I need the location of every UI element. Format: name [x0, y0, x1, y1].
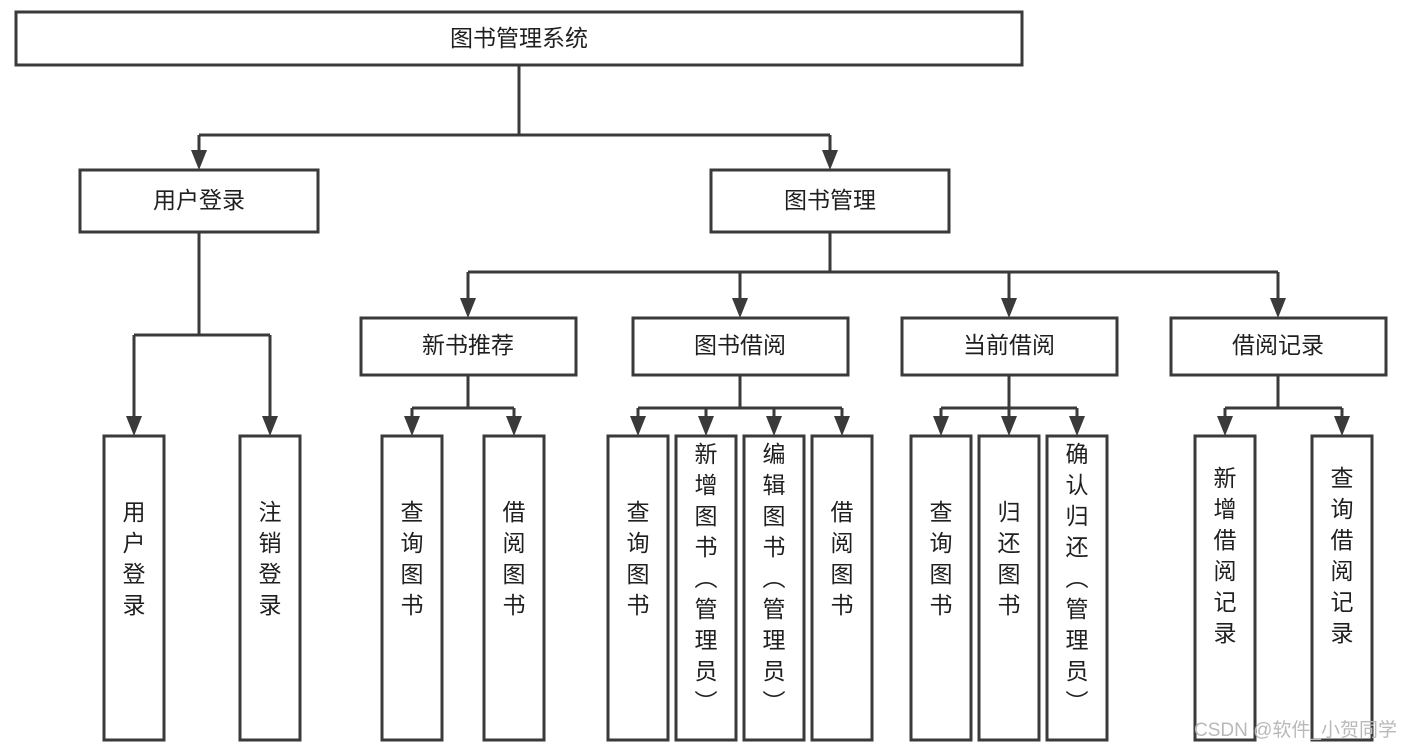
arrowhead-leaf-query-book-2 [630, 416, 646, 436]
leaf-confirm-return-box[interactable] [1045, 434, 1109, 742]
csdn-watermark: CSDN @软件_小贺同学 [1194, 719, 1397, 741]
leaf-query-record-box[interactable] [1310, 434, 1374, 742]
leaf-return-book-box[interactable] [977, 434, 1041, 742]
leaf-node-user-logout[interactable]: 注销登录 [238, 434, 302, 742]
node-book-borrow-box[interactable] [631, 316, 850, 377]
arrowhead-leaf-user-logout [262, 416, 278, 436]
arrowhead-leaf-query-record [1334, 416, 1350, 436]
node-user-login-label: 用户登录 [153, 187, 245, 213]
leaf-query-book-1-box[interactable] [380, 434, 444, 742]
leaf-query-book-2-box[interactable] [606, 434, 670, 742]
leaf-return-book-label: 归还图书 [998, 499, 1021, 618]
leaf-query-book-3-label: 查询图书 [930, 499, 953, 618]
node-root-label: 图书管理系统 [450, 25, 588, 51]
node-root[interactable]: 图书管理系统 [14, 10, 1024, 67]
leaf-query-book-3-box[interactable] [909, 434, 973, 742]
leaf-confirm-return-label: 确认归还︵管理员︶ [1066, 441, 1089, 715]
leaf-node-query-book-1[interactable]: 查询图书 [380, 434, 444, 742]
leaf-node-borrow-book-2[interactable]: 借阅图书 [810, 434, 874, 742]
leaf-add-record-box[interactable] [1193, 434, 1257, 742]
node-new-book-recommend-label: 新书推荐 [422, 332, 514, 358]
leaf-user-logout-label: 注销登录 [259, 499, 282, 618]
leaf-user-logout-box[interactable] [238, 434, 302, 742]
node-new-book-recommend-box[interactable] [359, 316, 578, 377]
node-book-management-box[interactable] [709, 168, 951, 234]
node-borrow-record[interactable]: 借阅记录 [1169, 316, 1388, 377]
node-user-login-box[interactable] [78, 168, 320, 234]
leaf-node-query-book-2[interactable]: 查询图书 [606, 434, 670, 742]
node-user-login[interactable]: 用户登录 [78, 168, 320, 234]
leaf-add-record-label: 新增借阅记录 [1214, 465, 1237, 646]
arrowhead-leaf-return-book [1001, 416, 1017, 436]
leaf-borrow-book-2-box[interactable] [810, 434, 874, 742]
arrowhead-borrow-record [1270, 298, 1286, 318]
arrowhead-leaf-edit-book [766, 416, 782, 436]
leaf-node-add-book[interactable]: 新增图书︵管理员︶ [674, 434, 738, 742]
arrowhead-book-management [822, 150, 838, 170]
leaf-node-confirm-return[interactable]: 确认归还︵管理员︶ [1045, 434, 1109, 742]
leaf-add-book-label: 新增图书︵管理员︶ [695, 441, 718, 715]
arrowhead-leaf-query-book-3 [933, 416, 949, 436]
leaf-node-edit-book[interactable]: 编辑图书︵管理员︶ [742, 434, 806, 742]
node-current-borrow-box[interactable] [900, 316, 1119, 377]
arrowhead-leaf-query-book-1 [404, 416, 420, 436]
leaf-query-book-1-label: 查询图书 [401, 499, 424, 618]
node-borrow-record-label: 借阅记录 [1232, 332, 1324, 358]
arrowhead-new-book-recommend [460, 298, 476, 318]
arrowhead-leaf-borrow-book-1 [506, 416, 522, 436]
arrowhead-book-borrow [732, 298, 748, 318]
leaf-query-record-label: 查询借阅记录 [1331, 465, 1354, 646]
connector-layer [126, 65, 1350, 436]
node-current-borrow[interactable]: 当前借阅 [900, 316, 1119, 377]
leaf-node-borrow-book-1[interactable]: 借阅图书 [482, 434, 546, 742]
leaf-user-login-box[interactable] [102, 434, 166, 742]
node-root-box[interactable] [14, 10, 1024, 67]
node-book-borrow[interactable]: 图书借阅 [631, 316, 850, 377]
leaf-query-book-2-label: 查询图书 [627, 499, 650, 618]
leaf-node-return-book[interactable]: 归还图书 [977, 434, 1041, 742]
leaf-node-query-book-3[interactable]: 查询图书 [909, 434, 973, 742]
leaf-node-query-record[interactable]: 查询借阅记录 [1310, 434, 1374, 742]
leaf-edit-book-box[interactable] [742, 434, 806, 742]
arrowhead-user-login [191, 150, 207, 170]
leaf-borrow-book-2-label: 借阅图书 [831, 499, 854, 618]
arrowhead-leaf-borrow-book-2 [834, 416, 850, 436]
node-borrow-record-box[interactable] [1169, 316, 1388, 377]
leaf-edit-book-label: 编辑图书︵管理员︶ [763, 441, 786, 715]
arrowhead-leaf-add-record [1217, 416, 1233, 436]
leaf-node-add-record[interactable]: 新增借阅记录 [1193, 434, 1257, 742]
node-current-borrow-label: 当前借阅 [963, 332, 1055, 358]
leaf-node-user-login[interactable]: 用户登录 [102, 434, 166, 742]
arrowhead-leaf-add-book [698, 416, 714, 436]
node-book-management[interactable]: 图书管理 [709, 168, 951, 234]
leaf-borrow-book-1-label: 借阅图书 [503, 499, 526, 618]
leaf-user-login-label: 用户登录 [123, 499, 146, 618]
node-book-management-label: 图书管理 [784, 187, 876, 213]
leaf-borrow-book-1-box[interactable] [482, 434, 546, 742]
arrowhead-leaf-confirm-return [1069, 416, 1085, 436]
leaf-add-book-box[interactable] [674, 434, 738, 742]
arrowhead-leaf-user-login [126, 416, 142, 436]
node-book-borrow-label: 图书借阅 [694, 332, 786, 358]
arrowhead-current-borrow [1001, 298, 1017, 318]
node-new-book-recommend[interactable]: 新书推荐 [359, 316, 578, 377]
